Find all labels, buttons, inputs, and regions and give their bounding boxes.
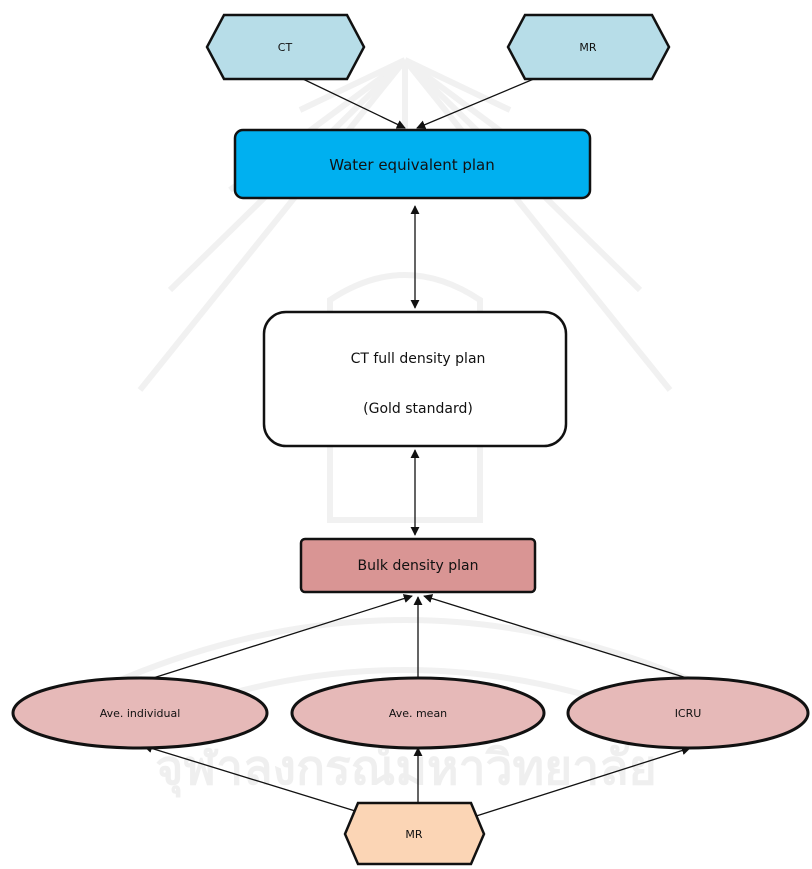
ave-individual-node: Ave. individual (11, 676, 269, 750)
gold-standard-label: (Gold standard) (363, 401, 473, 417)
water-equivalent-plan-node: Water equivalent plan (233, 128, 592, 200)
mr-top-input-node: MR (506, 13, 671, 81)
ave-individual-label: Ave. individual (100, 707, 181, 720)
arrow-individual-to-bulk (149, 594, 413, 680)
icru-node: ICRU (566, 676, 810, 750)
ct-full-density-label: CT full density plan (351, 351, 486, 367)
ct-input-label: CT (278, 41, 293, 54)
ct-full-density-plan-node: CT full density plan (Gold standard) (262, 310, 568, 448)
water-equivalent-plan-label: Water equivalent plan (329, 156, 495, 174)
bulk-density-plan-node: Bulk density plan (299, 537, 537, 594)
ave-mean-label: Ave. mean (389, 707, 447, 720)
ct-input-node: CT (205, 13, 366, 81)
icru-label: ICRU (675, 707, 702, 720)
arrow-mr-to-icru (469, 746, 691, 819)
mr-bottom-input-label: MR (405, 828, 422, 841)
ave-mean-node: Ave. mean (290, 676, 546, 750)
mr-bottom-input-node: MR (343, 801, 486, 866)
arrow-mr-to-individual (143, 744, 379, 819)
bulk-density-plan-label: Bulk density plan (358, 558, 479, 574)
mr-top-input-label: MR (579, 41, 596, 54)
arrow-icru-to-bulk (423, 594, 691, 680)
